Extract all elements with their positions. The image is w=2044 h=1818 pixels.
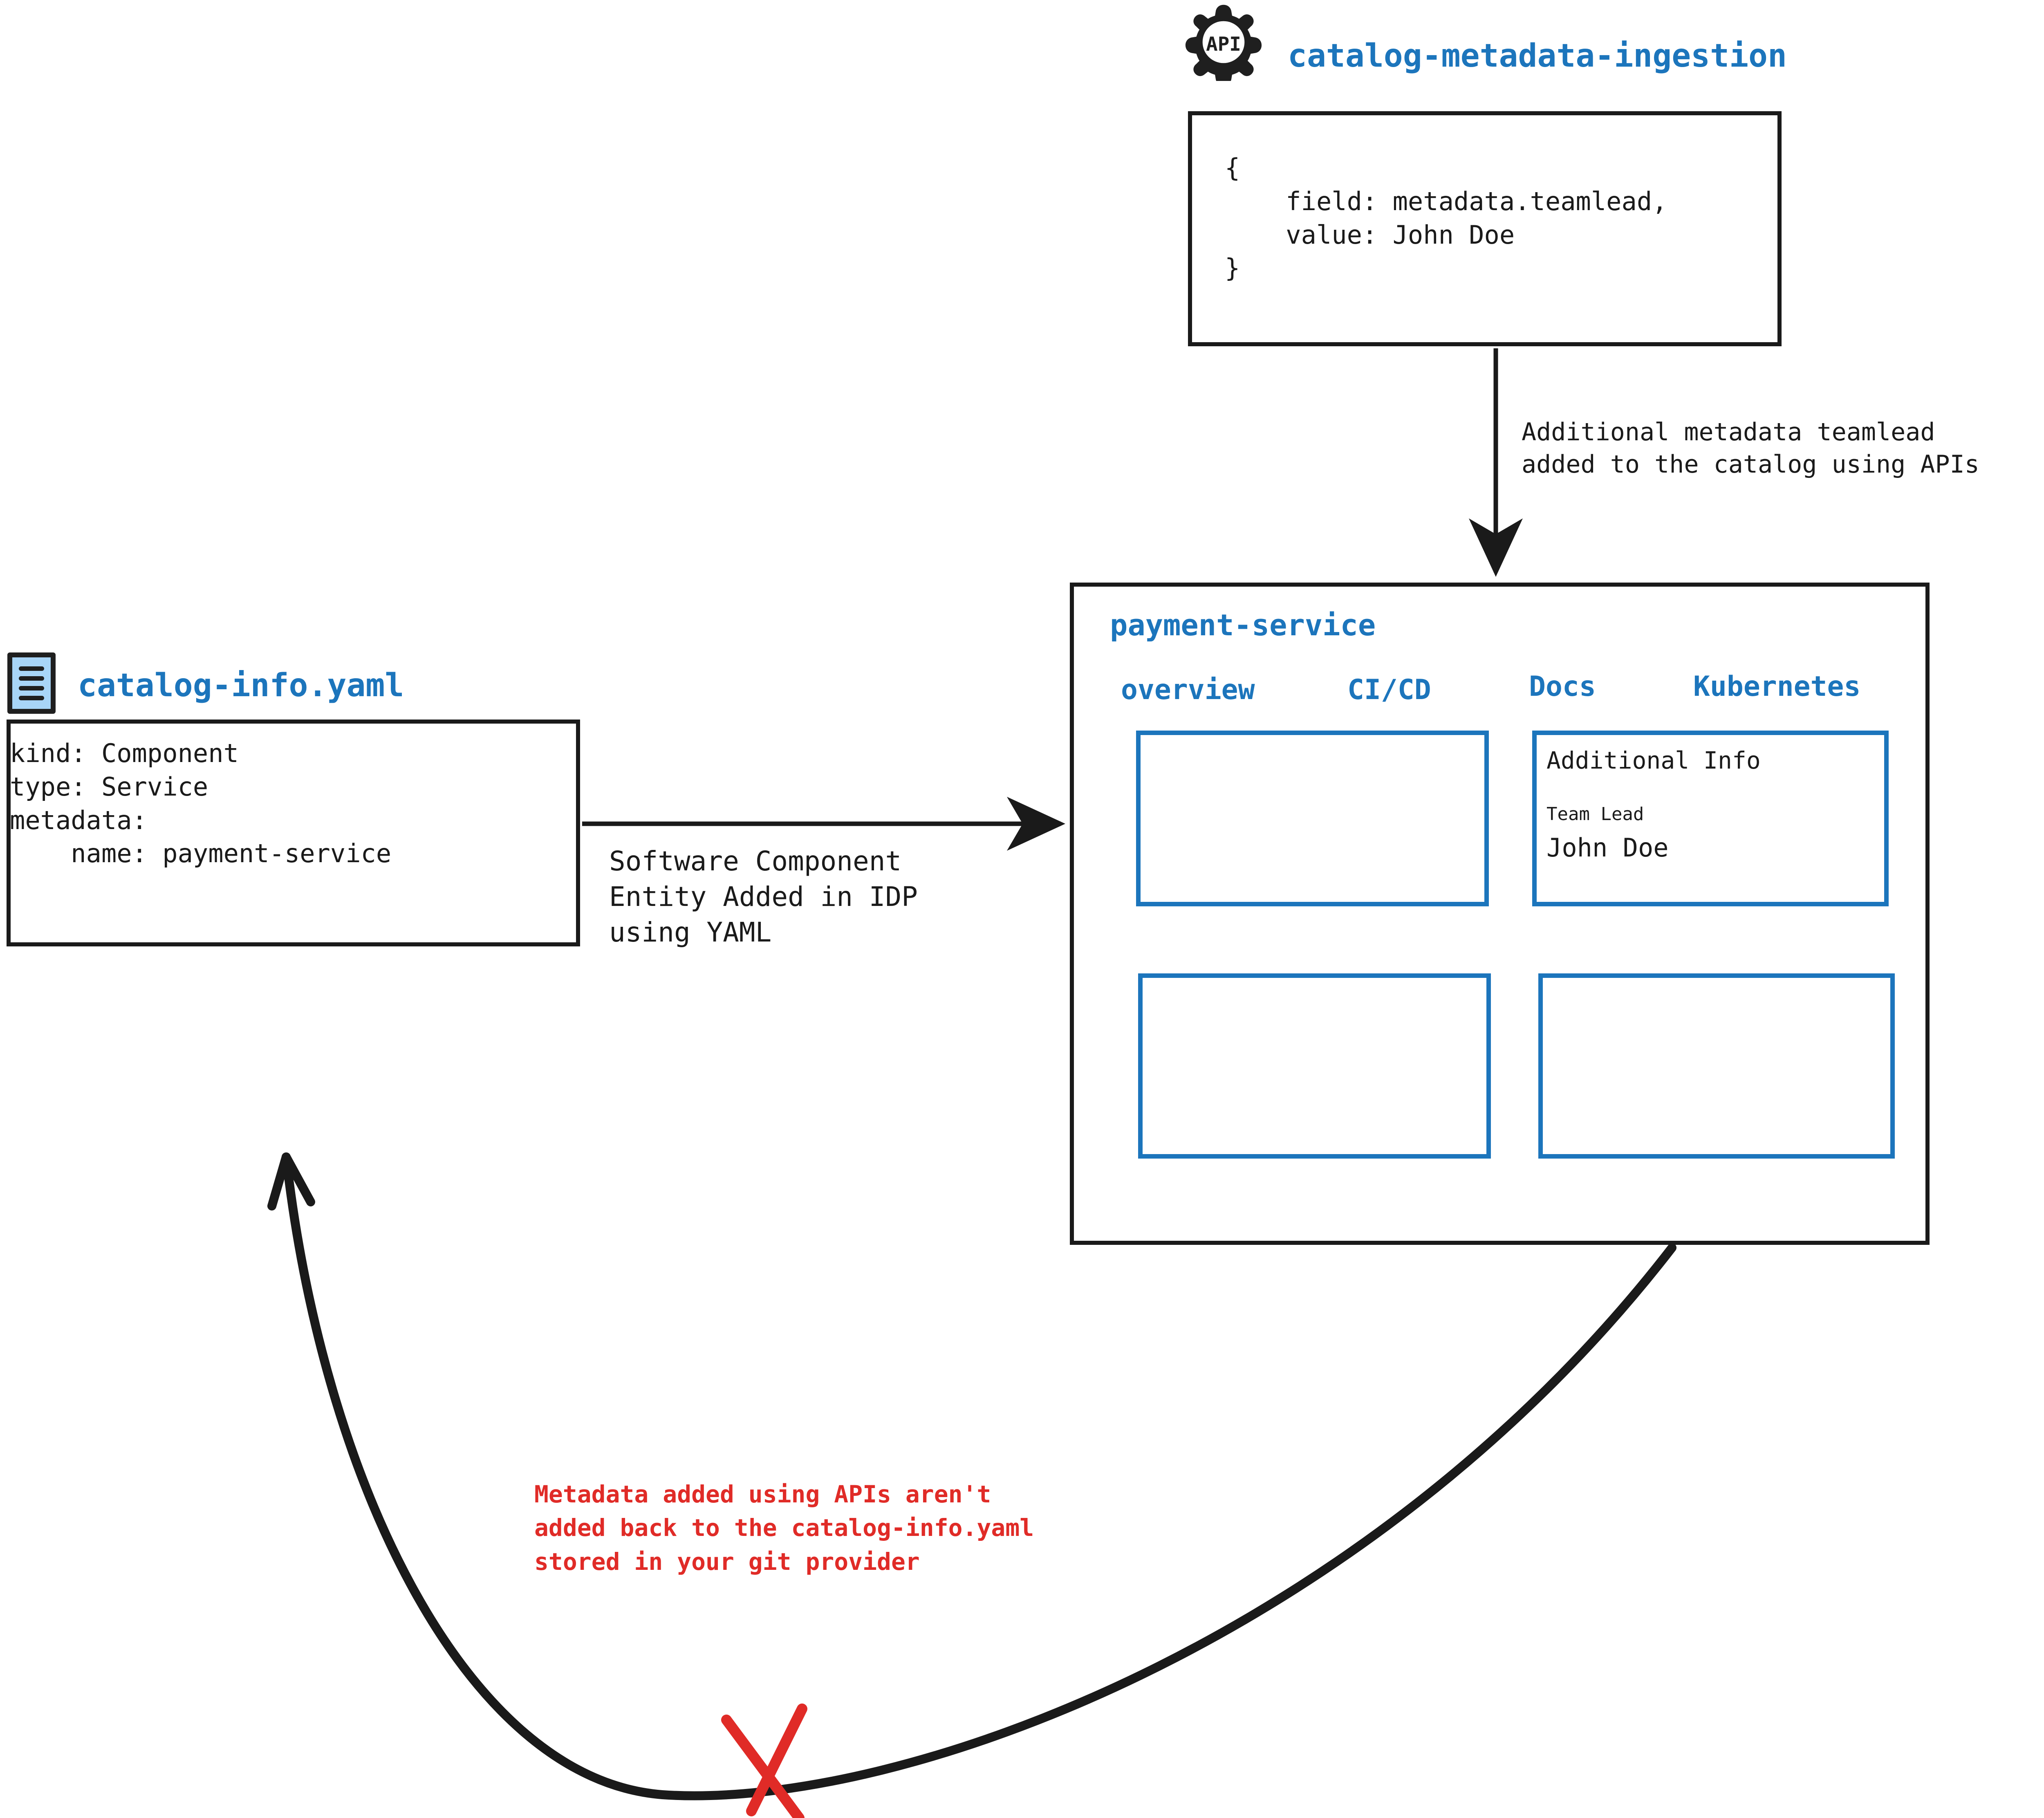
api-node-title: catalog-metadata-ingestion xyxy=(1288,38,1787,74)
service-panel-title: payment-service xyxy=(1110,608,1376,642)
tab-kubernetes[interactable]: Kubernetes xyxy=(1693,670,1861,703)
yaml-icon-line xyxy=(19,666,44,671)
edge-label-api-to-service: Additional metadata teamlead added to th… xyxy=(1522,418,1979,479)
edge-label-yaml-to-service: Software Component Entity Added in IDP u… xyxy=(609,845,918,948)
yaml-node-title: catalog-info.yaml xyxy=(78,667,404,704)
svg-text:API: API xyxy=(1206,33,1241,56)
connector-service-to-yaml xyxy=(267,1152,1676,1800)
additional-info-field-label: Team Lead xyxy=(1546,804,1644,825)
api-payload-code: { field: metadata.teamlead, value: John … xyxy=(1225,153,1667,283)
yaml-icon-line xyxy=(19,695,44,700)
blocked-edge-note: Metadata added using APIs aren't added b… xyxy=(534,1480,1034,1576)
tab-cicd[interactable]: CI/CD xyxy=(1347,674,1431,706)
yaml-icon-line xyxy=(19,676,44,681)
service-card-top-left xyxy=(1136,731,1489,906)
yaml-content-box xyxy=(7,720,580,946)
tab-overview[interactable]: overview xyxy=(1121,674,1255,706)
additional-info-title: Additional Info xyxy=(1546,746,1761,774)
additional-info-field-value: John Doe xyxy=(1546,833,1669,863)
yaml-icon-line xyxy=(19,686,44,690)
api-gear-icon: API xyxy=(1185,3,1262,81)
yaml-file-icon xyxy=(7,652,56,714)
red-x-icon xyxy=(721,1704,807,1818)
tab-docs[interactable]: Docs xyxy=(1529,670,1596,703)
service-card-bottom-left xyxy=(1138,973,1491,1159)
yaml-content-code: kind: Component type: Service metadata: … xyxy=(10,738,392,869)
service-card-bottom-right xyxy=(1538,973,1895,1159)
service-card-additional-info xyxy=(1532,731,1889,906)
api-payload-box xyxy=(1188,111,1782,346)
